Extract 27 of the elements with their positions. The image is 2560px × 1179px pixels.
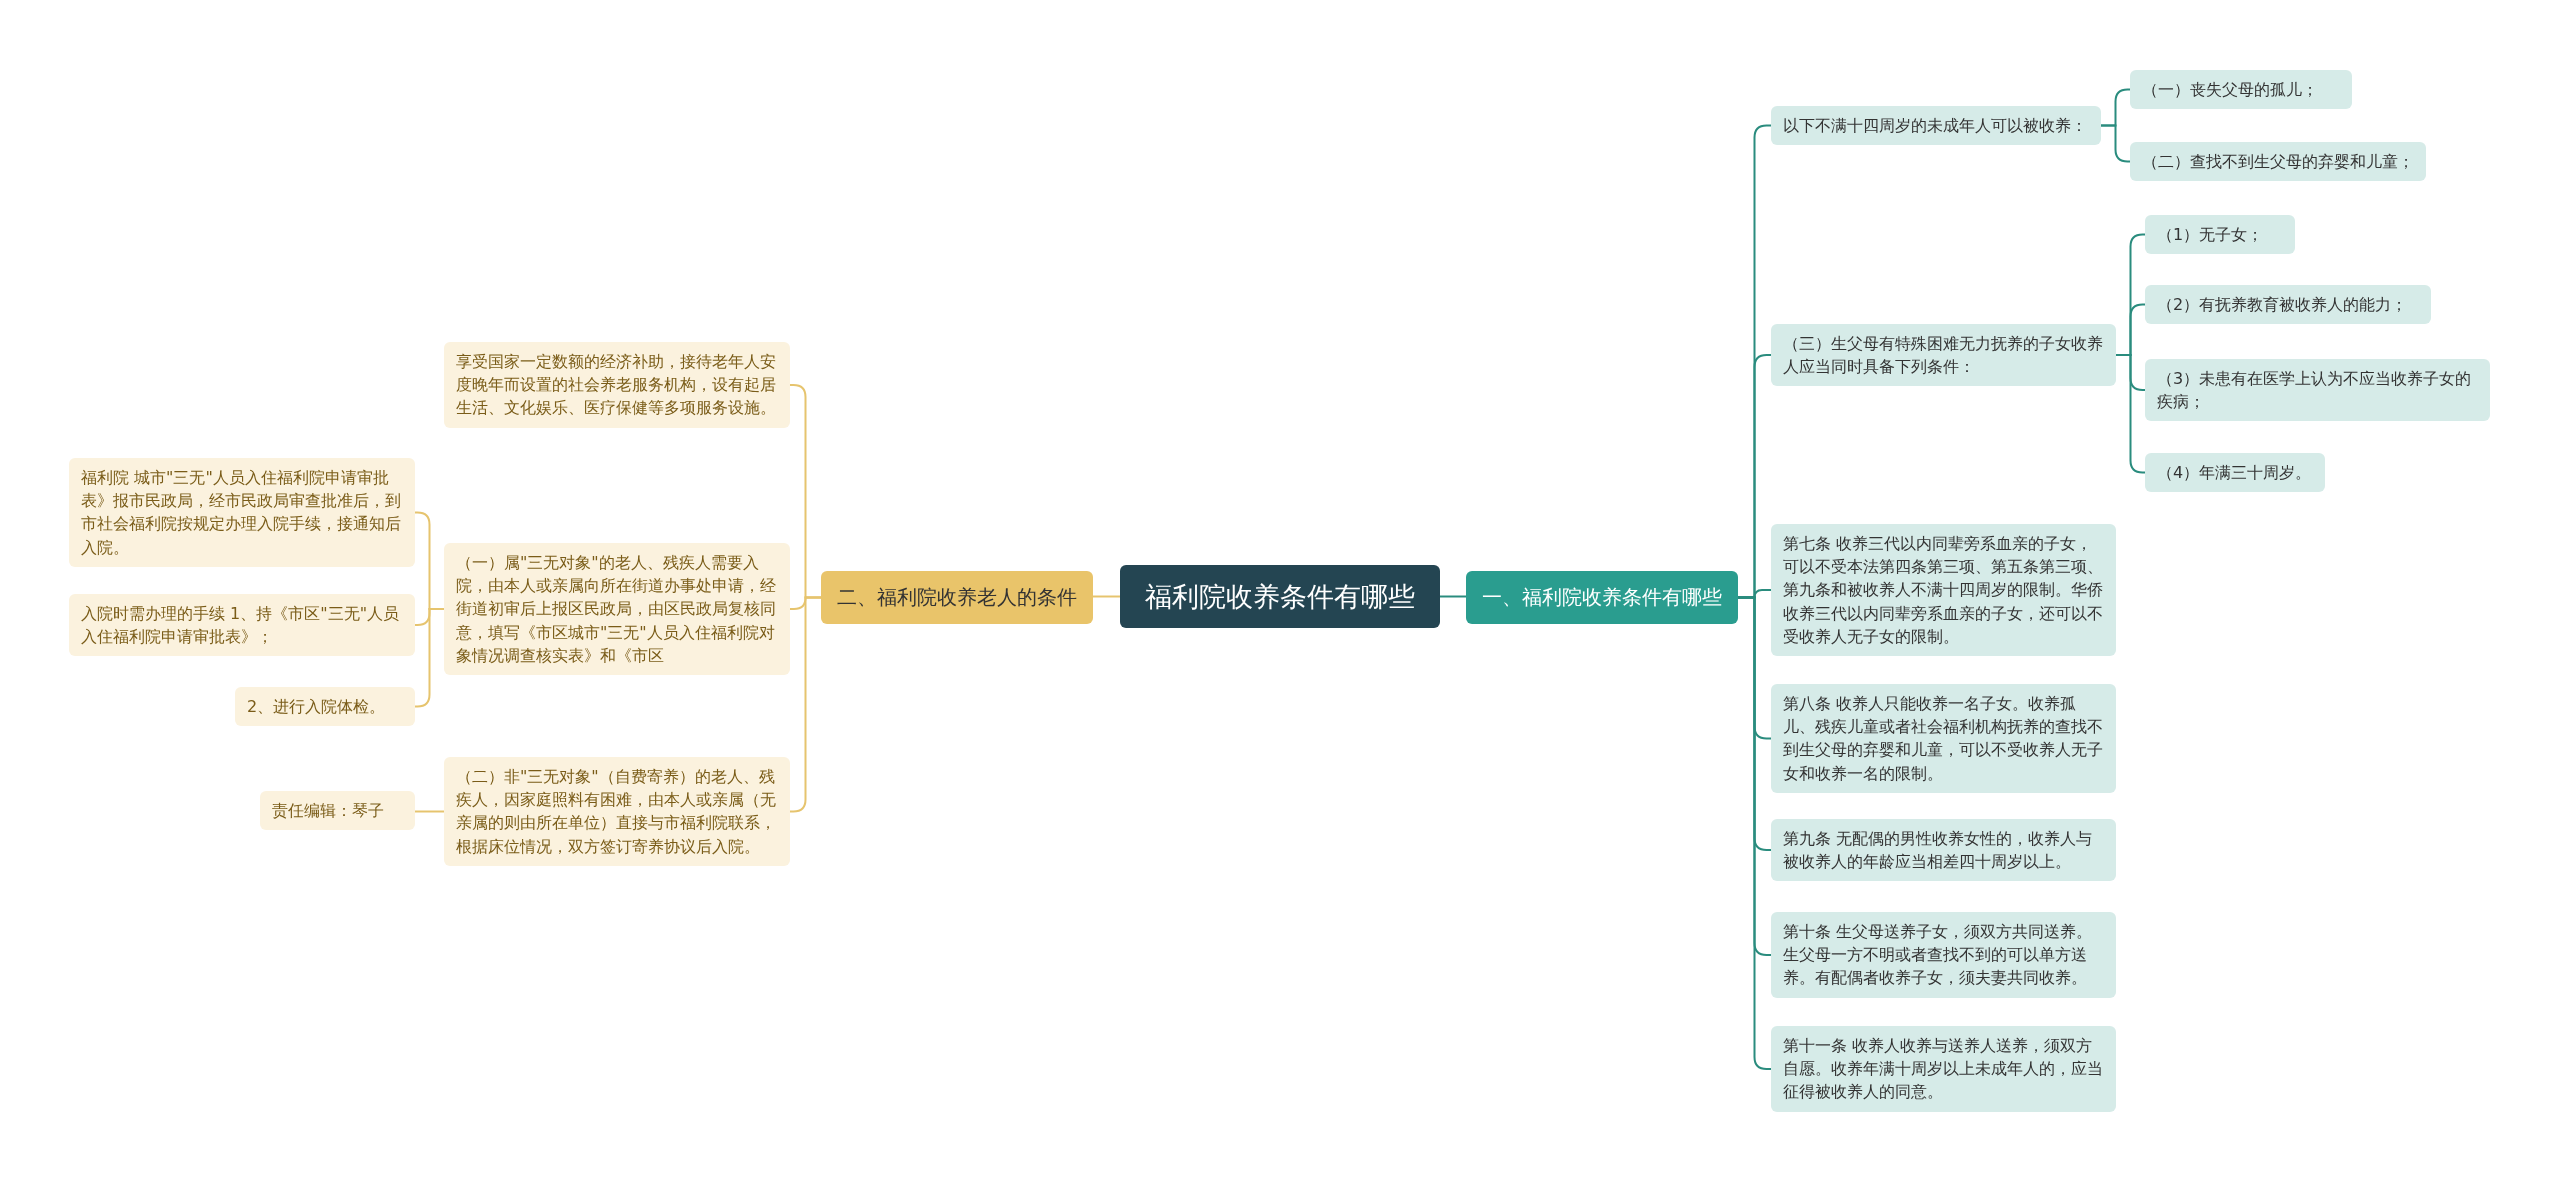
subtopic-box: （二）非"三无对象"（自费寄养）的老人、残疾人，因家庭照料有困难，由本人或亲属（无亲属的则由所在单位）直接与市福利院联系，根据床位情况，双方签订寄养协议后入院。 <box>444 757 790 866</box>
subtopic-box: 福利院 城市"三无"人员入住福利院申请审批表》报市民政局，经市民政局审查批准后，到市社会福利院按规定办理入院手续，接通知后入院。 <box>69 458 415 567</box>
central-topic: 福利院收养条件有哪些 <box>1120 565 1440 629</box>
subtopic-box: 第十条 生父母送养子女，须双方共同送养。生父母一方不明或者查找不到的可以单方送养。有配偶者收养子女，须夫妻共同收养。 <box>1771 912 2116 998</box>
subtopic-box: 入院时需办理的手续 1、持《市区"三无"人员入住福利院申请审批表》； <box>69 594 415 657</box>
subtopic-box: 第九条 无配偶的男性收养女性的，收养人与被收养人的年龄应当相差四十周岁以上。 <box>1771 819 2116 882</box>
subtopic-box: 2、进行入院体检。 <box>235 687 415 727</box>
subtopic-box: 第十一条 收养人收养与送养人送养，须双方自愿。收养年满十周岁以上未成年人的，应当征得被收养人的同意。 <box>1771 1026 2116 1112</box>
connector-line <box>414 810 445 813</box>
branch-topic: 二、福利院收养老人的条件 <box>821 571 1093 624</box>
subtopic-box: （4）年满三十周岁。 <box>2145 453 2325 493</box>
subtopic-box: 享受国家一定数额的经济补助，接待老年人安度晚年而设置的社会养老服务机构，设有起居生活、文化娱乐、医疗保健等多项服务设施。 <box>444 342 790 428</box>
connector-line <box>2100 124 2131 163</box>
subtopic-box: （三）生父母有特殊困难无力抚养的子女收养人应当同时具备下列条件： <box>1771 324 2116 387</box>
subtopic-box: （一）属"三无对象"的老人、残疾人需要入院，由本人或亲属向所在街道办事处申请，经街道初审后上报区民政局，由区民政局复核同意，填写《市区城市"三无"人员入住福利院对象情况调查核实表》和《市区 <box>444 543 790 675</box>
branch-topic: 一、福利院收养条件有哪些 <box>1466 571 1738 624</box>
subtopic-box: （1）无子女； <box>2145 215 2295 255</box>
subtopic-box: （3）未患有在医学上认为不应当收养子女的疾病； <box>2145 359 2490 422</box>
subtopic-box: 以下不满十四周岁的未成年人可以被收养： <box>1771 106 2101 146</box>
subtopic-box: （一）丧失父母的孤儿； <box>2130 70 2352 110</box>
subtopic-box: 责任编辑：琴子 <box>260 791 415 831</box>
connector-line <box>1092 595 1121 598</box>
subtopic-box: （二）查找不到生父母的弃婴和儿童； <box>2130 142 2426 182</box>
subtopic-box: （2）有抚养教育被收养人的能力； <box>2145 285 2431 325</box>
connector-line <box>1439 595 1467 598</box>
subtopic-box: 第七条 收养三代以内同辈旁系血亲的子女，可以不受本法第四条第三项、第五条第三项、第九条和被收养人不满十四周岁的限制。华侨收养三代以内同辈旁系血亲的子女，还可以不受收养人无子女的限制。 <box>1771 524 2116 656</box>
subtopic-box: 第八条 收养人只能收养一名子女。收养孤儿、残疾儿童或者社会福利机构抚养的查找不到生父母的弃婴和儿童，可以不受收养人无子女和收养一名的限制。 <box>1771 684 2116 793</box>
